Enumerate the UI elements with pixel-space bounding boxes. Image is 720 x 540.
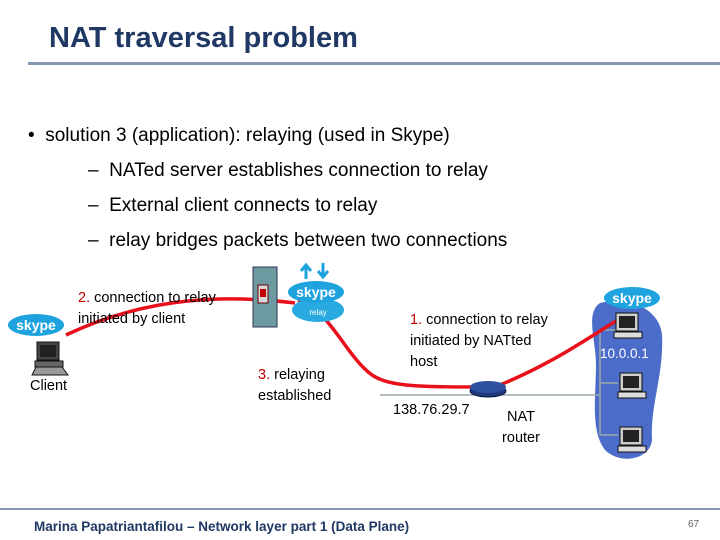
label-3-number: 3.: [258, 367, 271, 383]
label-connection-1: 1. connection to relay initiated by NATt…: [410, 310, 550, 373]
skype-logo-client-text: skype: [16, 317, 56, 333]
footer-rule: [0, 508, 720, 510]
label-2-number: 2.: [78, 290, 91, 306]
label-2-text: connection to relay initiated by client: [78, 290, 216, 327]
title-rule: [28, 62, 720, 65]
skype-logo-relay-text: skype: [296, 284, 336, 300]
lan-host-3-icon: [617, 426, 647, 453]
bullet-main: • solution 3 (application): relaying (us…: [28, 125, 450, 146]
label-relaying-3: 3. relaying established: [258, 365, 368, 407]
label-1-text: connection to relay initiated by NATted …: [410, 312, 548, 370]
client-computer-icon: [31, 341, 69, 376]
natted-host-icon: [613, 312, 643, 339]
footer-text: Marina Papatriantafilou – Network layer …: [34, 519, 410, 534]
relay-diagram: skype skype relay skype Client 2. connec…: [0, 255, 720, 490]
label-connection-2: 2. connection to relay initiated by clie…: [78, 288, 218, 330]
relay-path-right: [494, 319, 617, 389]
page-title: NAT traversal problem: [49, 22, 358, 54]
bullet-sub-3: – relay bridges packets between two conn…: [88, 230, 508, 251]
bullet-main-text: solution 3 (application): relaying (used…: [45, 125, 450, 146]
bullet-sub-1-text: NATed server establishes connection to r…: [109, 160, 488, 181]
lan-host-2-icon: [617, 372, 647, 399]
label-1-number: 1.: [410, 312, 423, 328]
client-label: Client: [30, 378, 68, 394]
nat-router-label: NAT router: [502, 409, 540, 446]
relay-cloud-icon: [292, 262, 344, 322]
relay-logo-text: relay: [309, 308, 326, 317]
public-ip-label: 138.76.29.7: [393, 402, 470, 418]
bullet-sub-3-text: relay bridges packets between two connec…: [109, 230, 508, 251]
bullet-list: • solution 3 (application): relaying (us…: [28, 118, 507, 258]
relay-server-icon: [252, 266, 278, 328]
bullet-sub-2-text: External client connects to relay: [109, 195, 378, 216]
private-ip-label: 10.0.0.1: [600, 346, 649, 361]
bullet-sub-2: – External client connects to relay: [88, 195, 378, 216]
diagram-canvas: skype skype relay skype: [8, 262, 663, 459]
skype-logo-host-text: skype: [612, 290, 652, 306]
skype-logo-client: skype: [8, 314, 64, 336]
page-number: 67: [688, 519, 700, 530]
label-3-text: relaying established: [258, 367, 332, 404]
skype-logo-relay: skype relay: [288, 281, 344, 317]
skype-logo-host: skype: [604, 287, 660, 309]
bullet-sub-1: – NATed server establishes connection to…: [88, 160, 488, 181]
nat-router-icon: [469, 381, 507, 398]
